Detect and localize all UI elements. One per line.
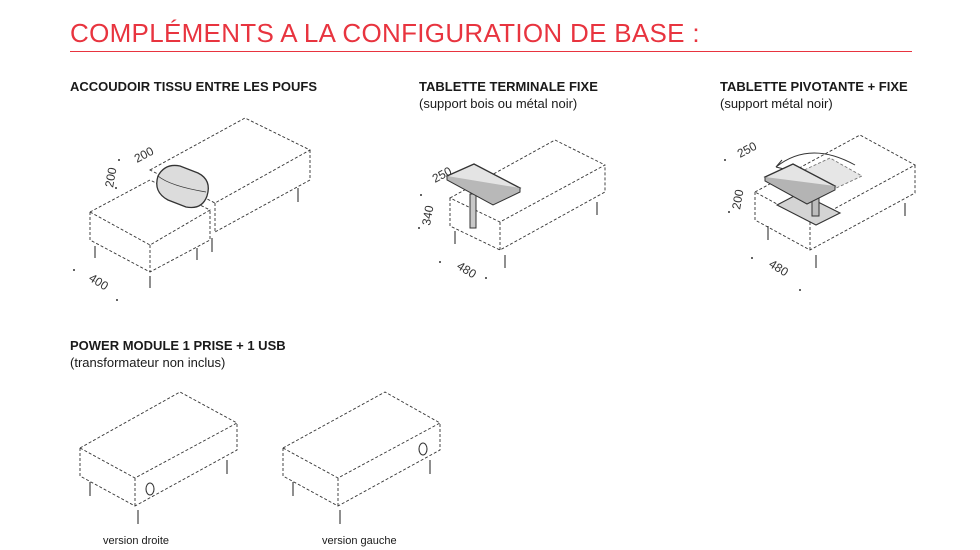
fixed-tablet-subtitle: (support bois ou métal noir) <box>419 96 578 111</box>
fixed-tablet-dim-height: 340 <box>419 204 436 226</box>
page-title: COMPLÉMENTS A LA CONFIGURATION DE BASE : <box>70 18 700 48</box>
power-socket-left <box>418 442 428 456</box>
power-module-heading: POWER MODULE 1 PRISE + 1 USB <box>70 338 286 353</box>
armrest-dim-height: 200 <box>102 166 119 188</box>
swivel-tablet-dim-height: 200 <box>729 188 746 210</box>
swivel-tablet-dim-length: 480 <box>766 257 791 280</box>
caption-version-droite: version droite <box>103 535 170 547</box>
swivel-tablet-subtitle: (support métal noir) <box>720 96 833 111</box>
power-module-right-illustration <box>79 391 238 524</box>
swivel-tablet-illustration: 250 200 480 <box>724 134 916 291</box>
title-underline <box>70 51 912 52</box>
fixed-tablet-heading: TABLETTE TERMINALE FIXE <box>419 79 598 94</box>
armrest-illustration: 200 200 400 <box>73 117 311 301</box>
swivel-tablet-dim-depth: 250 <box>735 139 760 161</box>
fixed-tablet-illustration: 250 340 480 <box>418 139 606 282</box>
power-socket-right <box>145 482 155 496</box>
armrest-heading: ACCOUDOIR TISSU ENTRE LES POUFS <box>70 79 318 94</box>
power-module-left-illustration <box>282 391 441 524</box>
armrest-dim-depth: 200 <box>132 144 157 166</box>
swivel-tablet-heading: TABLETTE PIVOTANTE + FIXE <box>720 79 908 94</box>
armrest-cushion <box>156 164 209 209</box>
power-module-subtitle: (transformateur non inclus) <box>70 355 226 370</box>
armrest-dim-length: 400 <box>86 271 111 294</box>
caption-version-gauche: version gauche <box>322 535 397 547</box>
fixed-tablet-dim-length: 480 <box>454 259 479 282</box>
